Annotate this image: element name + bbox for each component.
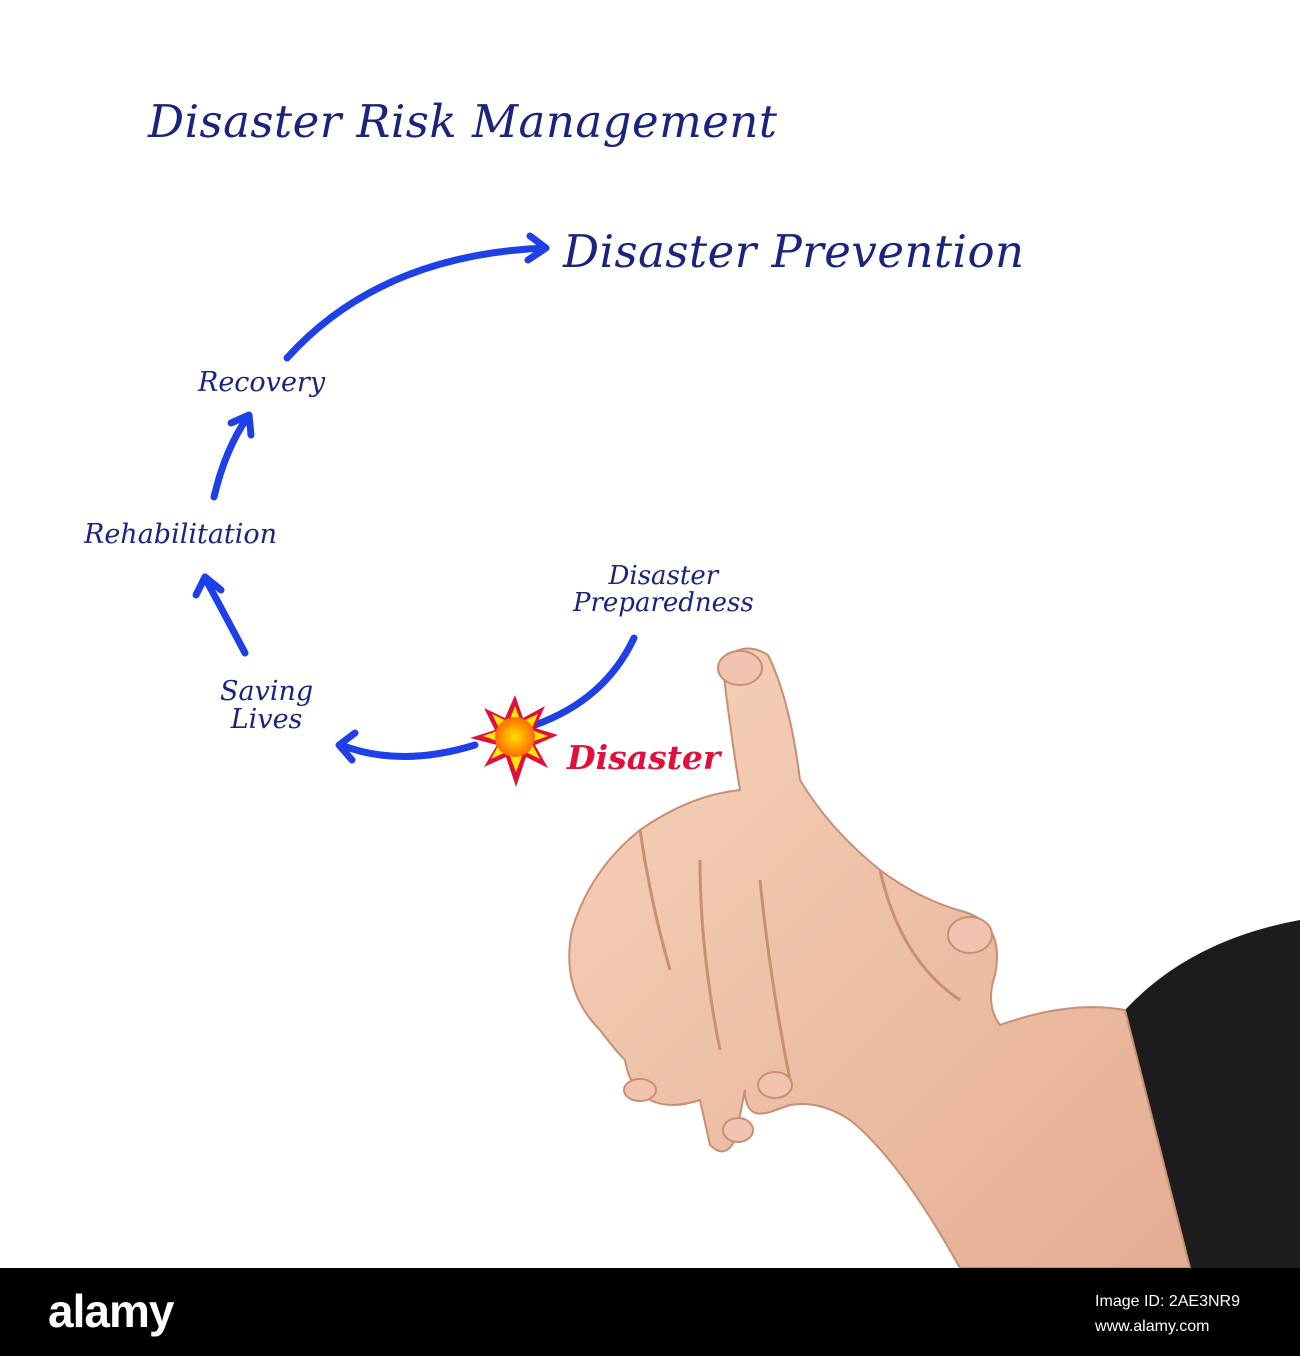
explosion-icon: [470, 695, 558, 787]
node-disaster: Disaster: [567, 738, 721, 777]
alamy-logo: alamy: [48, 1285, 174, 1337]
node-disaster-prevention: Disaster Prevention: [563, 225, 1025, 278]
arrow-disaster-to-saving: [337, 741, 479, 760]
footer-bar: alamy Image ID: 2AE3NR9 www.alamy.com: [0, 1268, 1300, 1356]
node-preparedness-line-2: Preparedness: [573, 588, 754, 619]
arrow-rehab-to-recovery: [210, 414, 251, 501]
pointing-hand: [568, 647, 1300, 1269]
node-disaster-preparedness: Disaster Preparedness: [573, 561, 754, 619]
node-preparedness-line-1: Disaster: [608, 561, 719, 591]
cycle-arrows: [192, 232, 638, 764]
diagram-title: Disaster Risk Management: [148, 95, 778, 148]
arrowhead-prevention: [524, 232, 550, 264]
arrowhead-recovery: [227, 411, 255, 439]
arrow-recovery-to-prevention: [283, 244, 549, 362]
arrowhead-rehab: [192, 573, 225, 599]
footer-meta: Image ID: 2AE3NR9 www.alamy.com: [1095, 1290, 1240, 1340]
node-saving-lives-line-1: Saving: [220, 676, 314, 707]
node-rehabilitation: Rehabilitation: [84, 519, 278, 550]
arrow-saving-to-rehab: [202, 576, 249, 657]
node-recovery: Recovery: [198, 367, 326, 398]
arrowhead-saving: [335, 729, 359, 764]
image-id: Image ID: 2AE3NR9: [1095, 1293, 1240, 1310]
node-saving-lives: Saving Lives: [220, 676, 314, 736]
hand-body: [568, 647, 1192, 1269]
site-url: www.alamy.com: [1095, 1317, 1210, 1335]
node-saving-lives-line-2: Lives: [230, 704, 303, 736]
arrow-prep-to-disaster: [531, 634, 638, 729]
